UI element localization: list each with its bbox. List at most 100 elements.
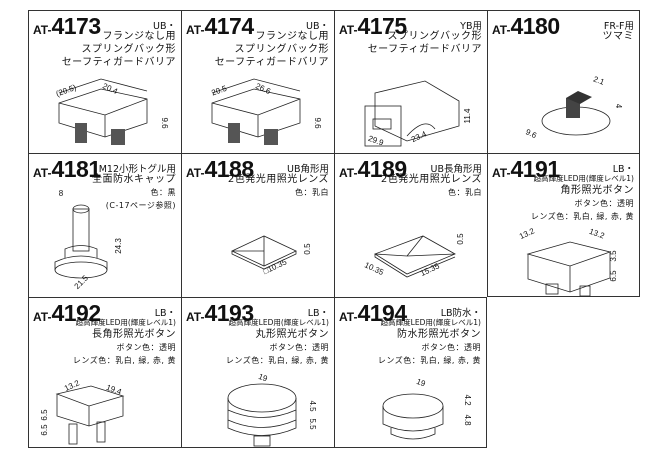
dimension-label: 9.6 [524,127,538,140]
product-drawing: 194.24.8 [382,377,472,440]
dimension-label: 6.5 [40,424,49,436]
dimension-label: 5.5 [308,418,317,430]
dimension-label: 6.5 [40,409,49,421]
description-line: 超高輝度LED用(輝度レベル1) [75,318,176,327]
product-cell-4192: 13.2 19.4 6.5 6.5 AT-4192 LB・超高輝度LED用(輝度レベル1)… [28,297,181,448]
description-line: ボタン色：透明 [421,343,481,352]
dimension-label: 0.5 [303,243,312,255]
description-line: セーフティガードバリア [61,57,176,68]
description-line: レンズ色：乳白, 緑, 赤, 黄 [72,356,176,365]
description-line: 超高輝度LED用(輝度レベル1) [228,318,329,327]
description-line: 2色発光用照光レンズ [380,174,482,185]
product-drawing: 19 4.5 5.5 [227,372,317,447]
description-line: ボタン色：透明 [574,199,634,208]
description: 超高輝度LED用(輝度レベル1) 防水形照光ボタンボタン色：透明レンズ色：乳白, … [378,317,481,367]
dimension-label: 0.5 [456,233,465,245]
description-line: スプリングバック形 [81,44,176,55]
dimension-label: 20.5 [210,84,228,98]
dimension-label: 4.5 [308,400,317,412]
dimension-label: 4.2 [463,394,472,406]
model-number: AT-4191 [492,156,560,182]
description: 超高輝度LED用(輝度レベル1)丸形照光ボタンボタン色：透明レンズ色：乳白, 緑… [226,317,329,367]
dimension-label: 9.6 [313,117,322,129]
compatibility-tag: M12小形トグル用 [98,164,176,175]
model-number: AT-4193 [186,300,254,326]
description-line: 角形照光ボタン [560,185,634,196]
description-line: 超高輝度LED用(輝度レベル1) [380,318,481,327]
model-number: AT-4174 [186,13,254,39]
description-line: ボタン色：透明 [269,343,329,352]
dimension-label: (20.5) [55,83,78,99]
compatibility-tag: LB・ [307,308,329,319]
product-cell-4193: 19 4.5 5.5 AT-4193 LB・超高輝度LED用(輝度レベル1)丸形照光ボタ… [181,297,334,448]
description-line: (C-17ページ参照) [105,201,176,210]
dimension-label: 8 [59,189,64,198]
dimension-label: 20.4 [101,81,119,96]
description-line: 防水形照光ボタン [397,329,481,340]
dimension-label: 9.6 [160,117,169,129]
description-line: 色：乳白 [295,188,329,197]
product-drawing: 0.5□10.35 [231,235,312,276]
description-line: レンズ色：乳白, 緑, 赤, 黄 [377,356,481,365]
description: 2色発光用照光レンズ色：乳白 [381,173,482,199]
dimension-label: 11.4 [463,108,472,124]
dimension-label: 19 [257,372,269,384]
description: 超高輝度LED用(輝度レベル1)角形照光ボタンボタン色：透明レンズ色：乳白, 緑… [531,173,634,223]
product-drawing: (20.5) 20.4 9.6 [55,78,169,145]
description-line: フランジなし用 [255,31,329,42]
description-line: 全面防水キャップ [92,174,176,185]
dimension-label: 2.1 [592,75,606,87]
model-number: AT-4194 [339,300,407,326]
dimension-label: 13.2 [63,378,81,393]
description: ツマミ [603,30,635,43]
description: 2色発光用照光レンズ色：乳白 [228,173,329,199]
dimension-label: 26.6 [254,81,272,96]
product-drawing: 13.2 19.4 6.5 6.5 [40,378,125,445]
product-drawing: 824.321.5 [54,189,123,291]
model-number: AT-4192 [33,300,101,326]
description-line: 長角形照光ボタン [92,329,176,340]
dimension-label: 13.2 [518,226,536,241]
description-line: セーフティガードバリア [214,57,329,68]
compatibility-tag: LB・ [612,164,634,175]
dimension-label: 23.4 [410,129,428,144]
model-number: AT-4173 [33,13,101,39]
compatibility-tag: FR-F用 [603,21,634,32]
compatibility-tag: UB角形用 [287,164,329,175]
description-line: 超高輝度LED用(輝度レベル1) [533,174,634,183]
model-number: AT-4189 [339,156,407,182]
model-number: AT-4188 [186,156,254,182]
model-number: AT-4180 [492,13,560,39]
product-cell-4180: 2.1 4 9.6 AT-4180 FR-F用ツマミ [487,10,640,153]
description: スプリングバック形セーフティガードバリア [368,30,482,56]
product-drawing: 2.1 4 9.6 [524,75,623,141]
description-line: ツマミ [602,31,634,42]
dimension-label: 13.2 [588,227,606,241]
description-line: 色：黒 [150,188,176,197]
description-line: スプリングバック形 [387,31,482,42]
description-line: 色：乳白 [448,188,482,197]
model-number: AT-4181 [33,156,101,182]
compatibility-tag: LB・ [154,308,176,319]
description-line: 2色発光用照光レンズ [227,174,329,185]
dimension-label: 10.35 [363,260,385,277]
model-number: AT-4175 [339,13,407,39]
dimension-label: 4 [614,104,623,109]
description-line: スプリングバック形 [234,44,329,55]
compatibility-tag: LB防水・ [440,308,481,319]
description: フランジなし用スプリングバック形セーフティガードバリア [62,30,176,69]
dimension-label: 19.4 [105,383,123,397]
description-line: セーフティガードバリア [367,44,482,55]
description-line: フランジなし用 [102,31,176,42]
description: 全面防水キャップ色：黒 (C-17ページ参照) [92,173,176,212]
dimension-label: 6.5 [609,270,618,282]
